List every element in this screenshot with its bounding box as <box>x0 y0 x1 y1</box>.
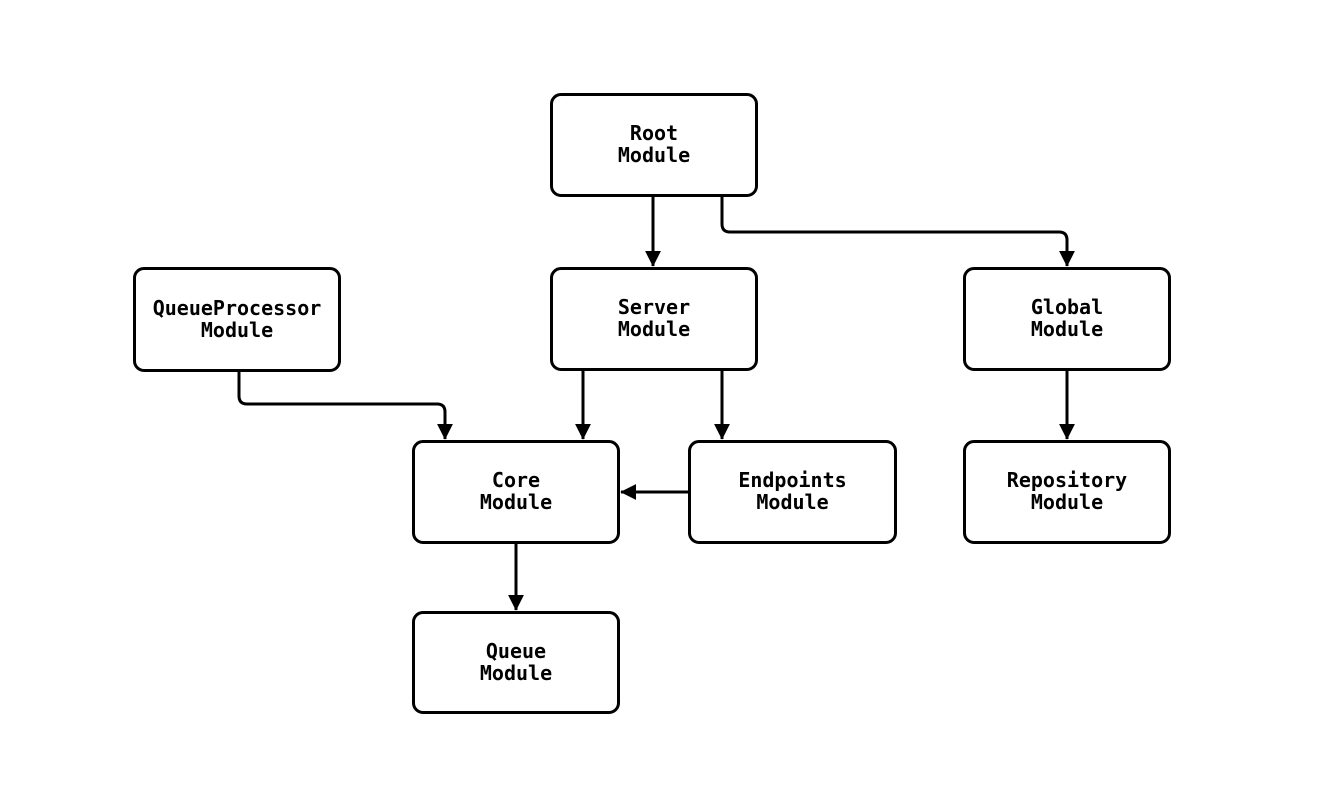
node-global-module: Global Module <box>963 267 1171 371</box>
edge-root-to-global <box>720 197 1075 267</box>
node-queueprocessor-module: QueueProcessor Module <box>133 267 341 372</box>
edge-queueprocessor-to-core <box>237 372 453 440</box>
node-endpoints-module: Endpoints Module <box>688 440 897 544</box>
node-core-module: Core Module <box>412 440 620 544</box>
node-root-module: Root Module <box>550 93 758 197</box>
node-repository-module: Repository Module <box>963 440 1171 544</box>
node-server-module: Server Module <box>550 267 758 371</box>
node-queue-module: Queue Module <box>412 611 620 714</box>
